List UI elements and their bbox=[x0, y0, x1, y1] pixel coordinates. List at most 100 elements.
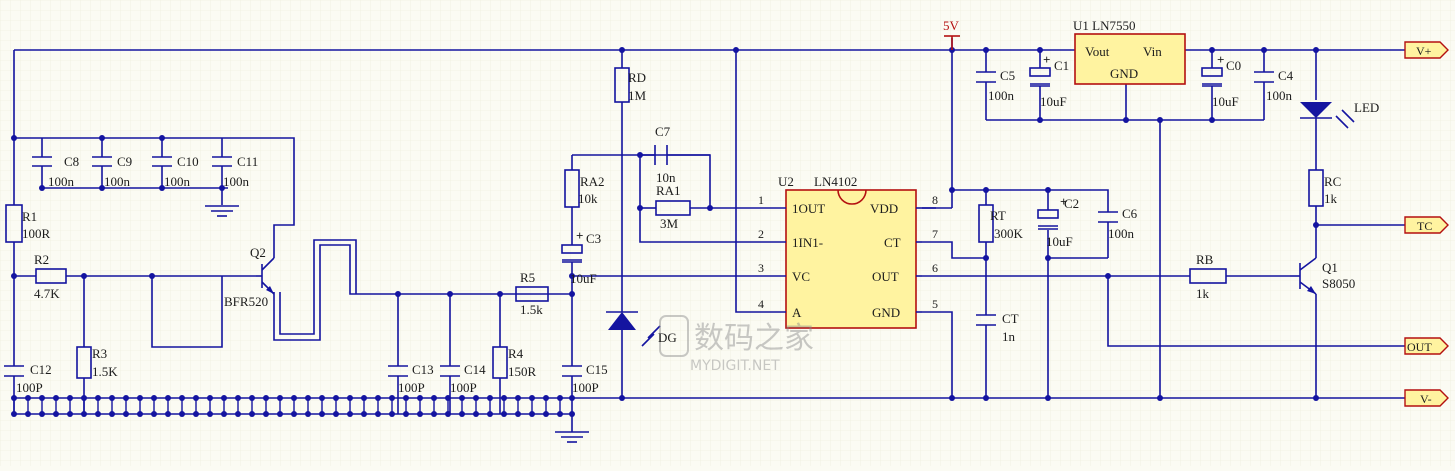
svg-text:+: + bbox=[576, 228, 583, 243]
ic-u2 bbox=[752, 189, 936, 329]
c7-ref: C7 bbox=[655, 124, 671, 139]
capacitor-ct bbox=[976, 314, 996, 330]
u2-pin2-name: 1IN1- bbox=[792, 235, 823, 250]
c13-ref: C13 bbox=[412, 362, 434, 377]
svg-text:+: + bbox=[1060, 194, 1067, 209]
junction-dot bbox=[1105, 273, 1111, 279]
c0-value: 10uF bbox=[1212, 94, 1239, 109]
port-tc-label: TC bbox=[1417, 219, 1432, 233]
r3-value: 1.5K bbox=[92, 364, 118, 379]
u2-pin6-num: 6 bbox=[932, 261, 938, 275]
c12-value: 100P bbox=[16, 380, 43, 395]
junction-dot bbox=[1037, 117, 1043, 123]
r2-ref: R2 bbox=[34, 252, 49, 267]
r5-ref: R5 bbox=[520, 270, 535, 285]
r4-value: 150R bbox=[508, 364, 537, 379]
resistor-rt bbox=[978, 204, 994, 243]
c14-value: 100P bbox=[450, 380, 477, 395]
u1-gnd: GND bbox=[1110, 66, 1138, 81]
ct-ref: CT bbox=[1002, 311, 1019, 326]
diode-dg bbox=[606, 311, 661, 347]
r2-value: 4.7K bbox=[34, 286, 60, 301]
ic-u1-body bbox=[1074, 33, 1186, 85]
port-out bbox=[1404, 337, 1449, 355]
u2-pin3-name: VC bbox=[792, 269, 810, 284]
resistor-r2 bbox=[35, 268, 67, 284]
junction-dot bbox=[1123, 117, 1129, 123]
u2-pin6-name: OUT bbox=[872, 269, 899, 284]
capacitors bbox=[4, 67, 1274, 378]
led-indicator bbox=[1300, 102, 1355, 129]
junction-dot bbox=[983, 255, 989, 261]
dg-ref: DG bbox=[658, 330, 677, 345]
u2-pin4-name: A bbox=[792, 305, 802, 320]
u2-pin4-num: 4 bbox=[758, 297, 764, 311]
r3-ref: R3 bbox=[92, 346, 107, 361]
junction-dot bbox=[1157, 395, 1163, 401]
capacitor-c9 bbox=[92, 156, 112, 167]
q2-value: BFR520 bbox=[224, 294, 268, 309]
port-tc bbox=[1404, 216, 1449, 234]
junction-dot bbox=[569, 273, 575, 279]
capacitor-c10 bbox=[152, 156, 172, 167]
capacitor-c4 bbox=[1254, 71, 1274, 83]
u2-pin7-num: 7 bbox=[932, 227, 938, 241]
ra2-value: 10k bbox=[578, 191, 598, 206]
u2-pin3-num: 3 bbox=[758, 261, 764, 275]
junction-dot bbox=[1209, 117, 1215, 123]
junction-dot bbox=[569, 395, 575, 401]
junction-dot bbox=[1045, 395, 1051, 401]
junction-dot bbox=[159, 185, 165, 191]
junction-dot bbox=[1209, 47, 1215, 53]
c8-ref: C8 bbox=[64, 154, 79, 169]
c15-value: 100P bbox=[572, 380, 599, 395]
u2-pin1-name: 1OUT bbox=[792, 201, 825, 216]
junction-dot bbox=[983, 187, 989, 193]
transistor-q2 bbox=[256, 257, 275, 295]
c3-ref: C3 bbox=[586, 231, 601, 246]
c0-ref: C0 bbox=[1226, 58, 1241, 73]
rc-ref: RC bbox=[1324, 174, 1341, 189]
junction-dot bbox=[1045, 187, 1051, 193]
c15-ref: C15 bbox=[586, 362, 608, 377]
junction-dot bbox=[1313, 395, 1319, 401]
junction-dot bbox=[569, 411, 575, 417]
svg-text:+: + bbox=[1217, 52, 1224, 67]
u2-pin8-name: VDD bbox=[870, 201, 898, 216]
junction-dot bbox=[1037, 47, 1043, 53]
capacitor-c1 bbox=[1029, 67, 1051, 87]
port-vplus bbox=[1404, 41, 1449, 59]
junction-dot bbox=[99, 135, 105, 141]
resistor-r5 bbox=[515, 286, 549, 302]
resistor-ra1 bbox=[655, 200, 691, 216]
c11-value: 100n bbox=[223, 174, 250, 189]
u2-part: LN4102 bbox=[814, 174, 857, 189]
capacitor-c6 bbox=[1098, 211, 1118, 223]
junction-dot bbox=[949, 395, 955, 401]
watermark: 数码之家 MYDIGIT.NET bbox=[659, 315, 814, 374]
junction-dot bbox=[983, 47, 989, 53]
port-vminus bbox=[1404, 389, 1449, 407]
junction-dot bbox=[733, 47, 739, 53]
port-out-label: OUT bbox=[1407, 340, 1432, 354]
junction-dot bbox=[983, 395, 989, 401]
rt-ref: RT bbox=[990, 208, 1006, 223]
resistor-ra2 bbox=[564, 169, 580, 208]
r1-value: 100R bbox=[22, 226, 51, 241]
c9-ref: C9 bbox=[117, 154, 132, 169]
ra1-value: 3M bbox=[660, 216, 679, 231]
c4-ref: C4 bbox=[1278, 68, 1294, 83]
capacitor-c15 bbox=[562, 365, 582, 377]
capacitor-c14 bbox=[440, 365, 460, 377]
junction-dot bbox=[395, 291, 401, 297]
c5-value: 100n bbox=[988, 88, 1015, 103]
power-5v-label: 5V bbox=[943, 18, 960, 33]
junction-dot bbox=[1313, 47, 1319, 53]
u2-pin7-name: CT bbox=[884, 235, 901, 250]
u2-pin5-num: 5 bbox=[932, 297, 938, 311]
rd-value: 1M bbox=[628, 88, 647, 103]
junction-dot bbox=[949, 187, 955, 193]
ground-symbol-left bbox=[205, 205, 239, 217]
